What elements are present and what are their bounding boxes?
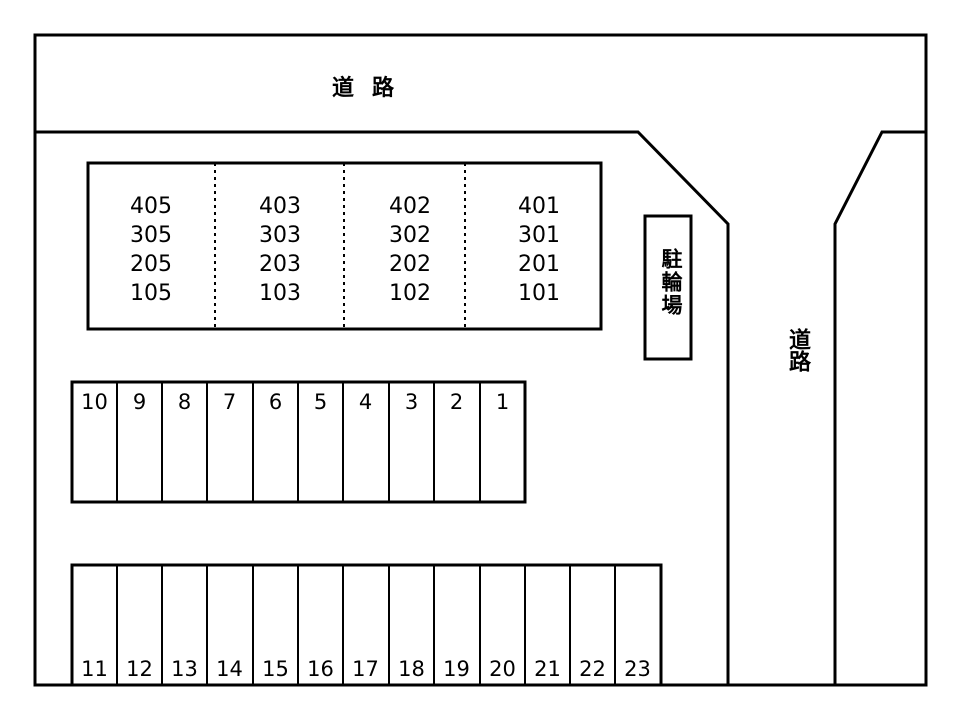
parking-space-number: 21 — [534, 657, 561, 681]
unit-column: 403 303 203 103 — [235, 192, 325, 308]
unit-number: 402 — [389, 194, 431, 219]
parking-space-number: 6 — [268, 390, 283, 414]
unit-number: 301 — [518, 223, 560, 248]
unit-number: 101 — [518, 281, 560, 306]
unit-number: 303 — [259, 223, 301, 248]
unit-number: 203 — [259, 252, 301, 277]
parking-space-number: 4 — [358, 390, 373, 414]
unit-column: 405 305 205 105 — [106, 192, 196, 308]
lower-parking-row — [70, 563, 663, 687]
parking-space-number: 13 — [171, 657, 198, 681]
parking-space-number: 9 — [132, 390, 147, 414]
unit-number: 302 — [389, 223, 431, 248]
parking-space-number: 2 — [449, 390, 464, 414]
parking-space-number: 16 — [307, 657, 334, 681]
unit-number: 401 — [518, 194, 560, 219]
upper-parking-row — [70, 380, 527, 504]
parking-space-number: 20 — [489, 657, 516, 681]
unit-number: 105 — [130, 281, 172, 306]
road-edge-left — [35, 130, 730, 685]
parking-space-number: 18 — [398, 657, 425, 681]
parking-space-number: 15 — [262, 657, 289, 681]
right-road-label: 道路 — [785, 328, 810, 372]
parking-space-number: 10 — [81, 390, 108, 414]
parking-space-number: 8 — [177, 390, 192, 414]
unit-number: 201 — [518, 252, 560, 277]
parking-space-number: 17 — [352, 657, 379, 681]
unit-number: 202 — [389, 252, 431, 277]
unit-number: 205 — [130, 252, 172, 277]
parking-space-number: 19 — [443, 657, 470, 681]
parking-space-number: 11 — [81, 657, 108, 681]
top-road-label: 道路 — [332, 76, 413, 101]
parking-space-number: 1 — [495, 390, 510, 414]
unit-number: 305 — [130, 223, 172, 248]
unit-number: 403 — [259, 194, 301, 219]
parking-space-number: 7 — [222, 390, 237, 414]
unit-number: 103 — [259, 281, 301, 306]
bicycle-parking-box — [643, 214, 693, 361]
parking-space-number: 3 — [404, 390, 419, 414]
unit-column: 402 302 202 102 — [365, 192, 455, 308]
parking-space-number: 23 — [624, 657, 651, 681]
parking-space-number: 12 — [126, 657, 153, 681]
unit-column: 401 301 201 101 — [494, 192, 584, 308]
unit-number: 405 — [130, 194, 172, 219]
parking-space-number: 14 — [216, 657, 243, 681]
bicycle-parking-label: 駐輪場 — [659, 248, 683, 317]
road-edge-right — [833, 130, 926, 685]
unit-number: 102 — [389, 281, 431, 306]
parking-space-number: 5 — [313, 390, 328, 414]
parking-space-number: 22 — [579, 657, 606, 681]
